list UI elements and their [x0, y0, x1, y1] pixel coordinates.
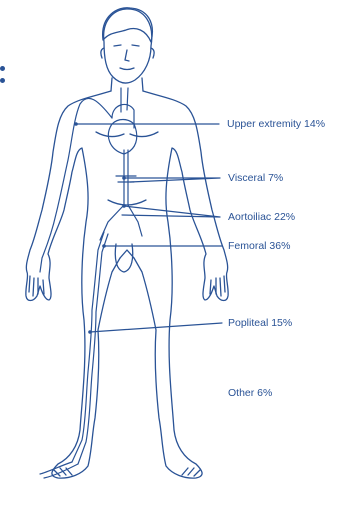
marker-dot — [0, 78, 5, 83]
right-body-outline — [134, 91, 228, 478]
head-outline — [104, 9, 152, 83]
hair-outline — [103, 8, 153, 42]
groin-outline — [115, 244, 132, 272]
chest-outline — [96, 132, 158, 205]
left-foot-toes — [54, 468, 72, 476]
left-hand-fingers — [29, 276, 44, 296]
visceral-branches — [116, 176, 136, 182]
vascular-system — [40, 88, 142, 478]
label-popliteal: Popliteal 15% — [228, 317, 292, 329]
label-visceral: Visceral 7% — [228, 172, 283, 184]
crotch-outline — [120, 250, 134, 258]
marker-dot — [0, 66, 5, 71]
leader-aortoiliac — [122, 206, 220, 217]
label-aortoiliac: Aortoiliac 22% — [228, 211, 295, 223]
right-foot-toes — [182, 468, 200, 476]
carotid-arteries — [121, 88, 128, 112]
iliac-bifurcation — [100, 205, 142, 240]
label-femoral: Femoral 36% — [228, 240, 290, 252]
label-upper-extremity: Upper extremity 14% — [227, 118, 325, 130]
margin-marker — [0, 64, 6, 94]
right-hand-fingers — [210, 276, 225, 296]
label-other: Other 6% — [228, 387, 272, 399]
left-body-outline — [26, 91, 120, 478]
